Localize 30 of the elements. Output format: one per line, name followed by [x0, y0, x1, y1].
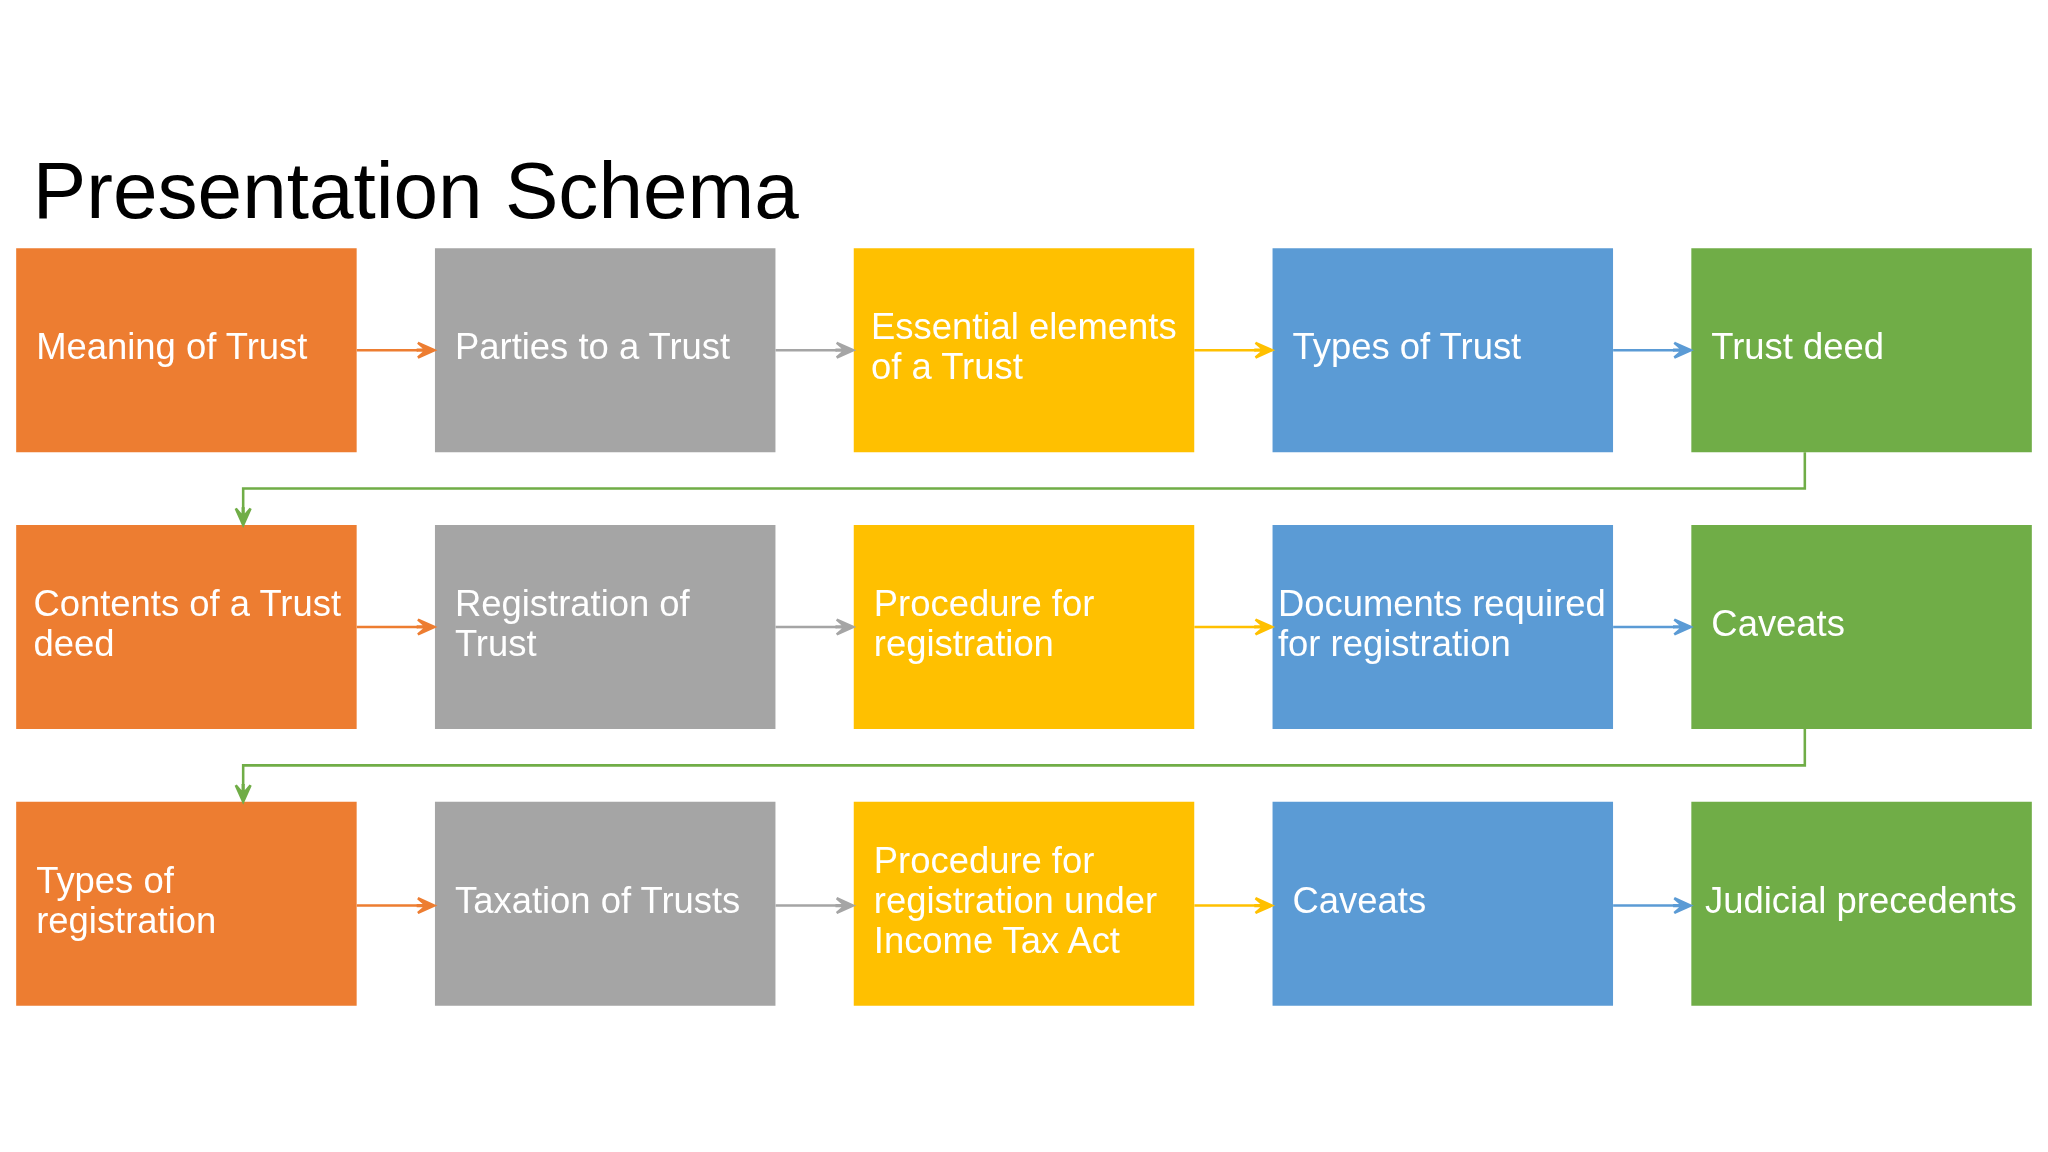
arrow — [356, 896, 436, 915]
node-box: Contents of a Trust deed — [16, 525, 357, 729]
arrow — [234, 452, 1807, 527]
node-box: Meaning of Trust — [16, 248, 357, 453]
diagram-title: Presentation Schema — [32, 144, 799, 235]
arrow — [1194, 618, 1274, 636]
node-box: Caveats — [1691, 525, 2032, 729]
node-box: Taxation of Trusts — [434, 801, 776, 1006]
arrow — [775, 618, 855, 636]
node-box: Procedure for registration under Income Tax Act — [853, 801, 1195, 1006]
node-box: Procedure for registration — [853, 525, 1195, 729]
arrow — [1613, 618, 1692, 636]
node-box: Caveats — [1272, 801, 1614, 1006]
node-box: Parties to a Trust — [434, 248, 776, 453]
arrow — [775, 341, 855, 359]
node-box: Judicial precedents — [1691, 801, 2032, 1006]
arrow — [1194, 896, 1274, 915]
node-box: Documents required for registration — [1272, 525, 1614, 729]
arrow — [1194, 341, 1274, 359]
arrow — [1613, 341, 1692, 359]
arrow — [775, 896, 855, 915]
arrow — [1613, 896, 1692, 915]
node-box: Essential elements of a Trust — [853, 248, 1195, 453]
node-box: Types of Trust — [1272, 248, 1614, 453]
node-box: Types of registration — [16, 801, 357, 1006]
arrow — [234, 729, 1807, 803]
arrow — [356, 618, 436, 636]
node-box: Registration of Trust — [434, 525, 776, 729]
node-box: Trust deed — [1691, 248, 2032, 453]
arrow — [356, 341, 436, 359]
